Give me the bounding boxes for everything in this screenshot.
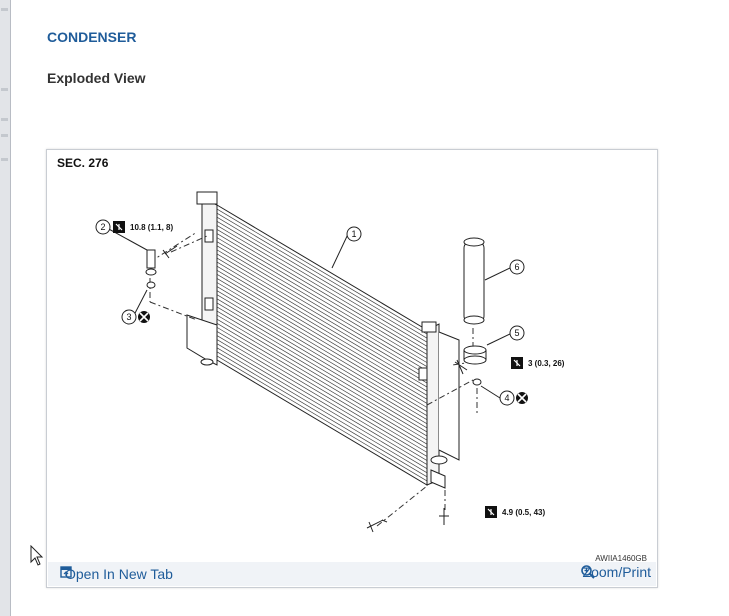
callout-2: 2 (100, 222, 105, 232)
callout-4: 4 (504, 393, 509, 403)
torque-wrench-icon (511, 357, 523, 369)
torque-spec-1: 10.8 (1.1, 8) (130, 223, 173, 232)
torque-spec-2: 3 (0.3, 26) (528, 359, 565, 368)
condenser-fins (216, 208, 428, 482)
exploded-view-figure: 1 2 3 4 5 6 (46, 149, 658, 588)
torque-wrench-icon (113, 221, 125, 233)
callout-5: 5 (514, 328, 519, 338)
mouse-cursor-icon (30, 545, 44, 566)
callout-3: 3 (126, 312, 131, 322)
figure-footer: Open In New Tab Zoom/Print (48, 562, 656, 586)
do-not-reuse-icon (516, 392, 528, 404)
callout-6: 6 (514, 262, 519, 272)
page-subtitle: Exploded View (47, 70, 146, 86)
left-window-edge (0, 0, 11, 616)
do-not-reuse-icon (138, 311, 150, 323)
figure-code: AWIIA1460GB (595, 554, 647, 563)
condenser-exploded-diagram: 1 2 3 4 5 6 (95, 191, 565, 533)
open-in-new-tab-link[interactable]: Open In New Tab (60, 566, 173, 582)
open-in-new-tab-label: Open In New Tab (65, 566, 173, 582)
callout-1: 1 (351, 229, 356, 239)
torque-spec-3: 4.9 (0.5, 43) (502, 508, 545, 517)
torque-wrench-icon (485, 506, 497, 518)
page-title: CONDENSER (47, 29, 137, 45)
section-label: SEC. 276 (57, 156, 109, 170)
zoom-print-link[interactable]: Zoom/Print (580, 564, 651, 580)
zoom-print-label: Zoom/Print (582, 564, 651, 580)
